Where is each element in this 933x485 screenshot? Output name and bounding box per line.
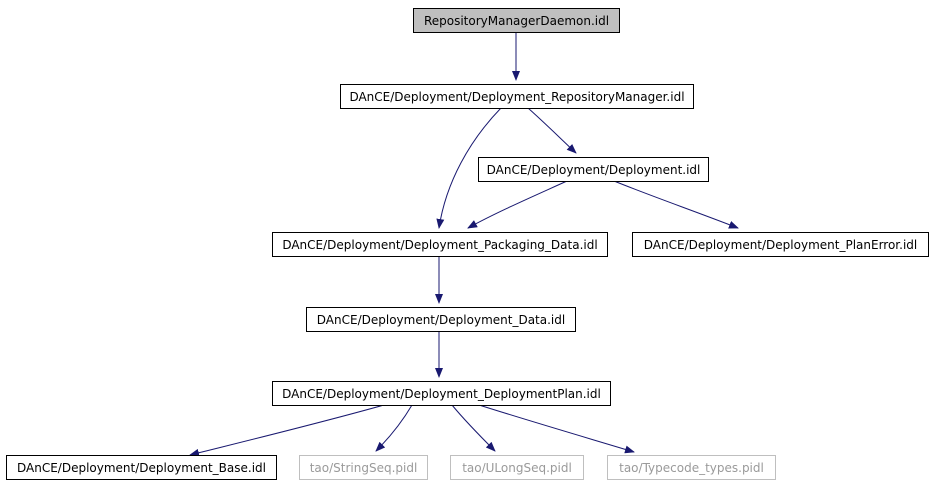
node-label: DAnCE/Deployment/Deployment.idl (487, 163, 701, 177)
file-node[interactable]: DAnCE/Deployment/Deployment_RepositoryMa… (340, 84, 694, 109)
edge-n6-to-n7 (189, 404, 385, 457)
file-node[interactable]: tao/Typecode_types.pidl (607, 455, 776, 480)
file-node[interactable]: DAnCE/Deployment/Deployment_DeploymentPl… (272, 381, 611, 406)
node-label: tao/StringSeq.pidl (310, 461, 418, 475)
edge-n1-to-n2 (527, 107, 577, 154)
file-node[interactable]: DAnCE/Deployment/Deployment_Packaging_Da… (272, 232, 608, 257)
node-box (607, 455, 776, 480)
node-label: DAnCE/Deployment/Deployment_Data.idl (317, 313, 565, 327)
nodes-layer: RepositoryManagerDaemon.idlDAnCE/Deploym… (6, 8, 929, 480)
file-node[interactable]: DAnCE/Deployment/Deployment_Data.idl (306, 307, 576, 332)
node-label: DAnCE/Deployment/Deployment_DeploymentPl… (282, 387, 601, 401)
edge-n6-to-n10 (478, 404, 635, 454)
node-box (272, 381, 611, 406)
node-label: DAnCE/Deployment/Deployment_PlanError.id… (644, 238, 917, 252)
edge-n1-to-n3 (436, 107, 502, 229)
node-label: DAnCE/Deployment/Deployment_Packaging_Da… (282, 238, 597, 252)
edge-n2-to-n4 (613, 180, 739, 229)
file-node[interactable]: DAnCE/Deployment/Deployment_Base.idl (6, 455, 277, 480)
file-node[interactable]: DAnCE/Deployment/Deployment.idl (478, 157, 709, 182)
node-box (478, 157, 709, 182)
node-box (413, 8, 620, 33)
node-box (299, 455, 428, 480)
node-box (272, 232, 608, 257)
node-box (632, 232, 929, 257)
node-box (306, 307, 576, 332)
node-label: tao/Typecode_types.pidl (619, 461, 764, 475)
edge-n2-to-n3 (467, 180, 568, 229)
file-node[interactable]: tao/ULongSeq.pidl (450, 455, 584, 480)
node-box (450, 455, 584, 480)
root-node: RepositoryManagerDaemon.idl (413, 8, 620, 33)
node-label: DAnCE/Deployment/Deployment_Base.idl (17, 461, 266, 475)
node-box (340, 84, 694, 109)
node-label: RepositoryManagerDaemon.idl (424, 14, 609, 28)
file-node[interactable]: tao/StringSeq.pidl (299, 455, 428, 480)
node-label: DAnCE/Deployment/Deployment_RepositoryMa… (349, 90, 684, 104)
file-node[interactable]: DAnCE/Deployment/Deployment_PlanError.id… (632, 232, 929, 257)
edges-layer (189, 32, 739, 457)
node-label: tao/ULongSeq.pidl (462, 461, 572, 475)
edge-n6-to-n8 (375, 404, 413, 452)
node-box (6, 455, 277, 480)
edge-n6-to-n9 (451, 404, 496, 452)
